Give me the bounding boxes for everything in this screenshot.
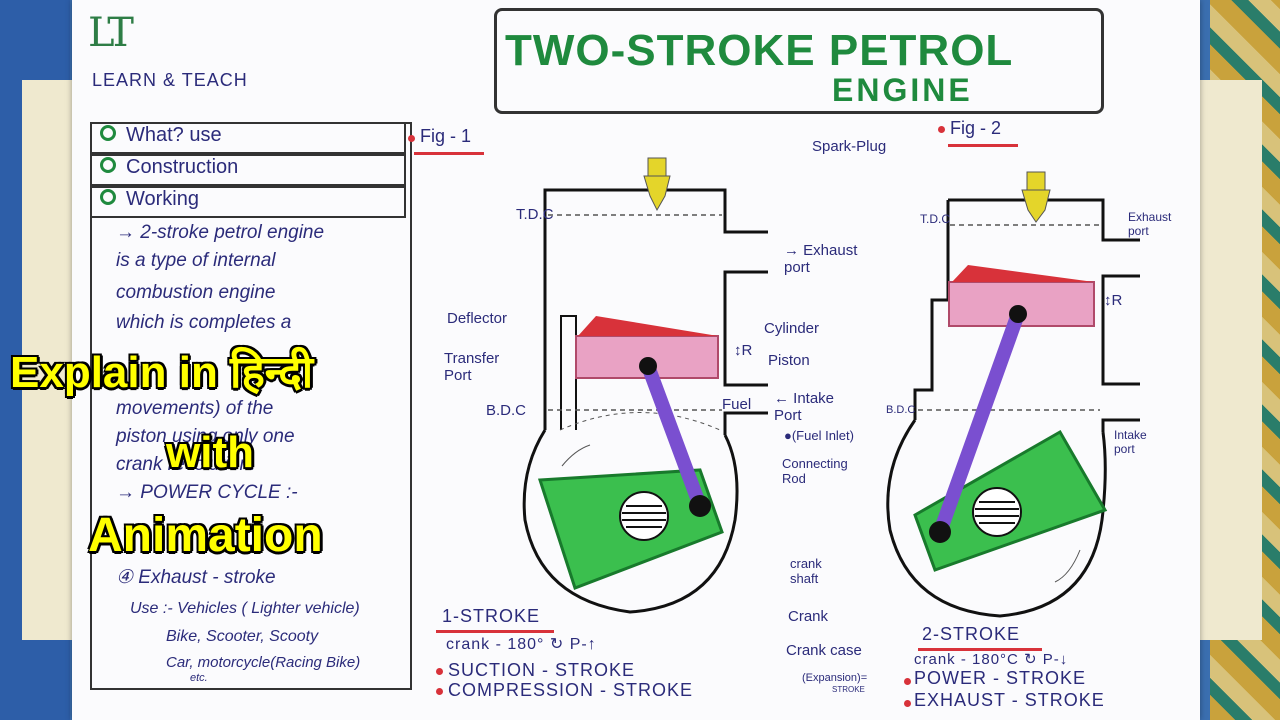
stroke1-compression: COMPRESSION - STROKE xyxy=(448,680,693,701)
spark-plug-icon xyxy=(644,158,670,210)
fig2-cylinder xyxy=(888,200,1140,616)
stroke1-crank: crank - 180° ↻ P-↑ xyxy=(446,634,597,654)
fig1-connecting-rod: Connecting Rod xyxy=(782,456,848,486)
fig2-spark-plug: Spark-Plug xyxy=(812,138,886,155)
fig1-transfer-port: Transfer Port xyxy=(444,350,499,384)
fig2-underline xyxy=(948,144,1018,147)
fig2-tag: Fig - 2 xyxy=(950,118,1001,139)
fig1-crank: Crank xyxy=(788,608,828,625)
fig1-crank-shaft: crank shaft xyxy=(790,556,822,586)
stroke2-power: POWER - STROKE xyxy=(914,668,1086,689)
stroke1-suction: SUCTION - STROKE xyxy=(448,660,635,681)
fig1-fuel: Fuel xyxy=(722,396,751,413)
stroke1-heading: 1-STROKE xyxy=(442,606,540,627)
fig2-r-mark: ↕R xyxy=(1104,292,1122,309)
stroke2-bullet xyxy=(904,700,911,707)
stroke2-exhaust: EXHAUST - STROKE xyxy=(914,690,1105,711)
stroke2-heading: 2-STROKE xyxy=(922,624,1020,645)
fig1-fuel-inlet: ●(Fuel Inlet) xyxy=(784,428,854,443)
fig1-bdc: B.D.C xyxy=(486,402,526,419)
fig2-bdc: B.D.C xyxy=(886,404,915,416)
fig1-deflector: Deflector xyxy=(447,310,507,327)
stroke1-bullet xyxy=(436,688,443,695)
fig2-intake-port: Intake port xyxy=(1114,428,1147,456)
stroke2-expansion-sub: STROKE xyxy=(832,685,865,694)
fig1-bullet xyxy=(408,135,415,142)
fig1-crank-case: Crank case xyxy=(786,642,862,659)
fig1-cylinder: Cylinder xyxy=(764,320,819,337)
fig1-r-mark: ↕R xyxy=(734,342,752,359)
stroke1-underline xyxy=(436,630,554,633)
fig1-intake-port: ← Intake Port xyxy=(774,390,834,424)
fig1-tag: Fig - 1 xyxy=(420,126,471,147)
fig1-underline xyxy=(414,152,484,155)
spark-plug-icon xyxy=(1022,172,1050,222)
fig2-tdc: T.D.C xyxy=(920,212,950,226)
fig2-bullet xyxy=(938,126,945,133)
stroke2-bullet xyxy=(904,678,911,685)
stroke1-bullet xyxy=(436,668,443,675)
fig2-exhaust-port: Exhaust port xyxy=(1128,210,1171,238)
fig1-tdc: T.D.C xyxy=(516,206,554,223)
stroke2-expansion: (Expansion)= xyxy=(802,672,867,684)
fig1-exhaust-port: → Exhaust port xyxy=(784,242,857,276)
stroke2-crank: crank - 180°C ↻ P-↓ xyxy=(914,650,1068,668)
fig1-piston: Piston xyxy=(768,352,810,369)
